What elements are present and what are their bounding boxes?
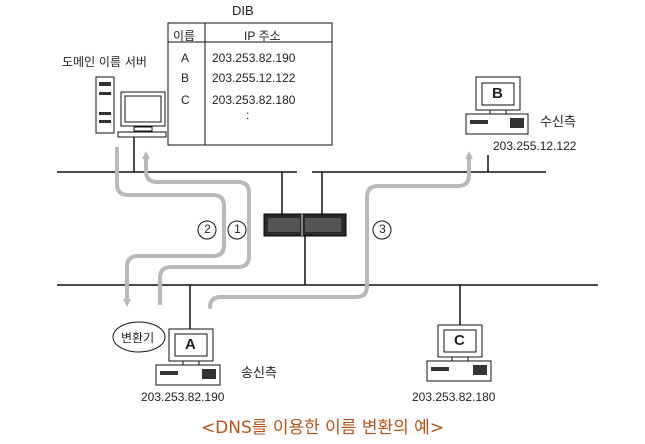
receiver-label: 수신측: [540, 115, 576, 130]
converter-label: 변환기: [121, 331, 155, 345]
sender-letter: A: [185, 336, 196, 353]
step-1-number: 1: [234, 222, 241, 236]
converter-ellipse: [112, 321, 166, 353]
receiver-ip: 203.255.12.122: [493, 139, 577, 153]
dns-server-computer-icon: [95, 76, 167, 138]
arrow-step-2: [115, 147, 226, 307]
network-lines: [57, 136, 598, 330]
receiver-computer-icon: [465, 76, 529, 135]
step-3-number: 3: [379, 222, 386, 236]
arrow-step-3: [208, 151, 473, 309]
sender-computer-icon: [155, 328, 221, 386]
step-circles: [197, 220, 392, 240]
dib-header-ip: IP 주소: [244, 29, 281, 43]
figure-caption: <DNS를 이용한 이름 변환의 예>: [200, 418, 445, 438]
dib-table: [167, 22, 333, 146]
dib-row-ip: 203.253.82.180: [212, 93, 296, 107]
host-c-ip: 203.253.82.180: [412, 390, 496, 404]
host-c-computer-icon: [426, 324, 492, 382]
message-arrows: [115, 147, 473, 309]
dib-row-ip: 203.253.82.190: [212, 51, 296, 65]
step-1-circle: [227, 220, 247, 240]
host-c-letter: C: [454, 332, 465, 349]
dib-title: DIB: [232, 3, 254, 18]
dib-row-name: A: [181, 51, 190, 65]
dib-row-ip: 203.255.12.122: [212, 71, 296, 85]
step-2-circle: [197, 220, 217, 240]
dib-header-name: 이름: [173, 29, 196, 43]
router: [263, 213, 347, 237]
sender-label: 송신측: [241, 366, 277, 381]
arrow-step-1: [142, 151, 251, 305]
step-3-circle: [372, 220, 392, 240]
dns-server-label: 도메인 이름 서버: [62, 55, 147, 69]
sender-ip: 203.253.82.190: [141, 390, 225, 404]
dib-row-ellipsis: :: [246, 108, 250, 122]
receiver-letter: B: [492, 85, 503, 102]
step-2-number: 2: [204, 222, 211, 236]
dib-row-name: C: [181, 93, 190, 107]
dib-row-name: B: [181, 71, 190, 85]
